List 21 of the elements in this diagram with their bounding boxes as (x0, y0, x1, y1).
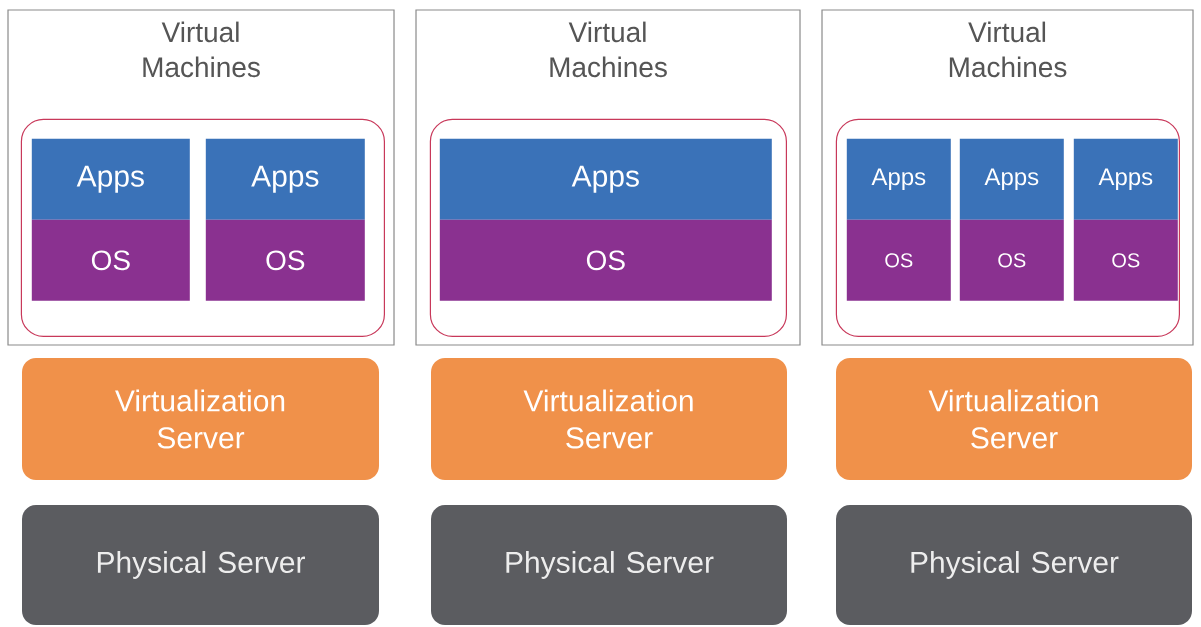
os-block: OS (959, 219, 1064, 301)
vm-group-outline (20, 118, 385, 337)
physical-server-box: Physical Server (22, 505, 379, 625)
os-block: OS (1073, 219, 1178, 301)
os-block: OS (205, 219, 365, 301)
virtualization-box: Virtualization Server (431, 358, 787, 480)
os-block: OS (846, 219, 951, 301)
os-block: OS (439, 219, 772, 301)
vm-group-outline (429, 118, 787, 337)
vm-group-outline (835, 118, 1180, 337)
apps-block: Apps (439, 138, 772, 220)
apps-block: Apps (205, 138, 365, 220)
physical-server-box: Physical Server (836, 505, 1192, 625)
os-block: OS (31, 219, 190, 301)
physical-server-box: Physical Server (431, 505, 787, 625)
apps-block: Apps (846, 138, 951, 220)
virtualization-box: Virtualization Server (836, 358, 1192, 480)
virtualization-box: Virtualization Server (22, 358, 379, 480)
apps-block: Apps (959, 138, 1064, 220)
apps-block: Apps (31, 138, 190, 220)
apps-block: Apps (1073, 138, 1178, 220)
